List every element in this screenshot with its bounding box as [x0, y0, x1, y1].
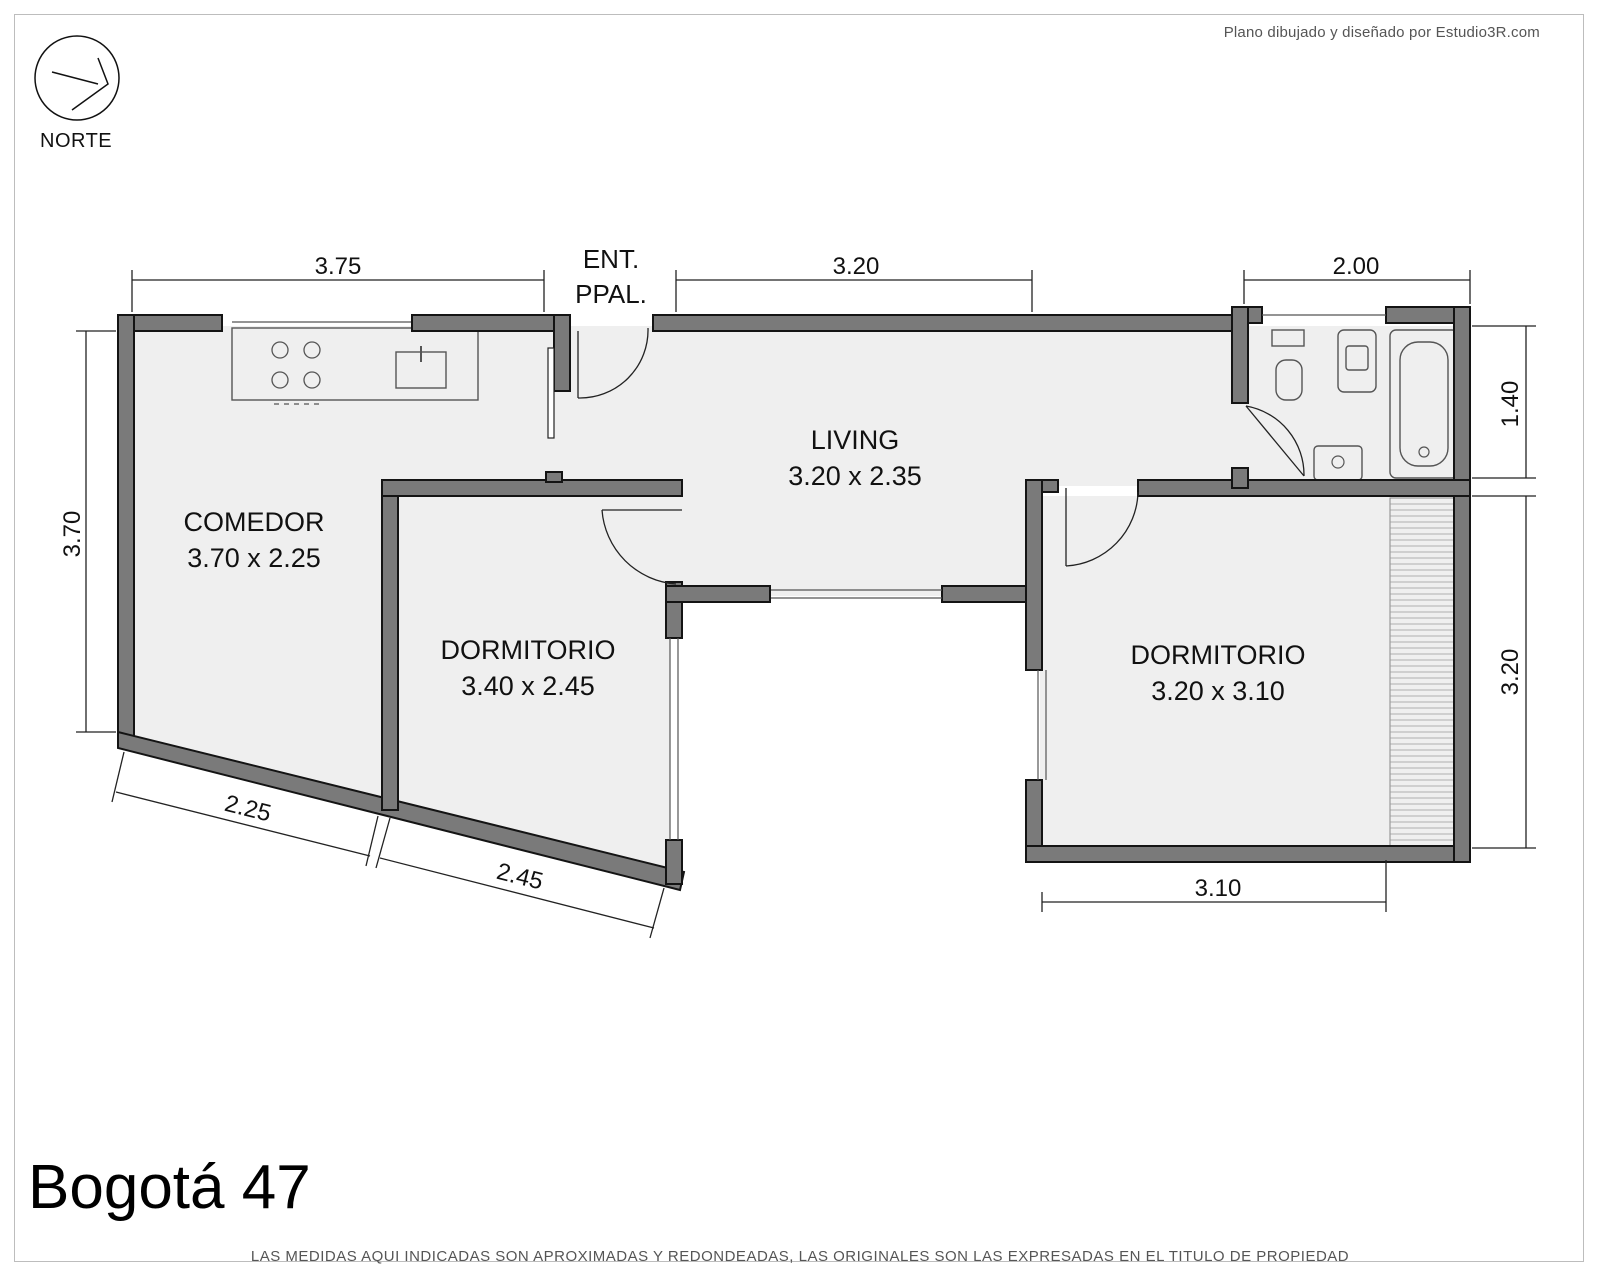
disclaimer-text: LAS MEDIDAS AQUI INDICADAS SON APROXIMAD…	[250, 1248, 1350, 1265]
room-size-comedor: 3.70 x 2.25	[187, 543, 321, 573]
dim-bottom-comedor: 2.25	[222, 790, 274, 828]
dim-left-height: 3.70	[59, 511, 86, 558]
dim-bath-height: 1.40	[1497, 381, 1524, 428]
dim-bottom-bedroom: 3.10	[1195, 875, 1242, 902]
entrance-label-line2: PPAL.	[575, 279, 647, 309]
property-title: Bogotá 47	[28, 1153, 311, 1222]
room-size-dormitorio-1: 3.40 x 2.45	[461, 671, 595, 701]
dimension-lines	[76, 270, 1536, 939]
room-size-dormitorio-2: 3.20 x 3.10	[1151, 676, 1285, 706]
windows	[669, 314, 1386, 840]
dim-top-bath: 2.00	[1333, 253, 1380, 280]
room-size-living: 3.20 x 2.35	[788, 461, 922, 491]
dim-top-comedor: 3.75	[315, 253, 362, 280]
dim-top-living: 3.20	[833, 253, 880, 280]
dim-bedroom-height: 3.20	[1497, 649, 1524, 696]
room-name-dormitorio-2: DORMITORIO	[1131, 640, 1306, 670]
doors	[547, 327, 1305, 585]
north-label: NORTE	[40, 130, 113, 152]
entrance-label-line1: ENT.	[583, 244, 639, 274]
page-frame	[14, 14, 1584, 1262]
room-name-dormitorio-1: DORMITORIO	[441, 635, 616, 665]
compass-icon	[34, 35, 120, 121]
room-name-comedor: COMEDOR	[184, 507, 325, 537]
bathroom-fixtures	[1271, 329, 1459, 481]
closet	[1389, 497, 1455, 847]
walls	[117, 306, 1471, 892]
kitchen-counter	[231, 321, 479, 405]
room-name-living: LIVING	[811, 425, 900, 455]
credit-text: Plano dibujado y diseñado por Estudio3R.…	[1223, 24, 1540, 41]
dim-bottom-dormitorio: 2.45	[494, 858, 546, 896]
